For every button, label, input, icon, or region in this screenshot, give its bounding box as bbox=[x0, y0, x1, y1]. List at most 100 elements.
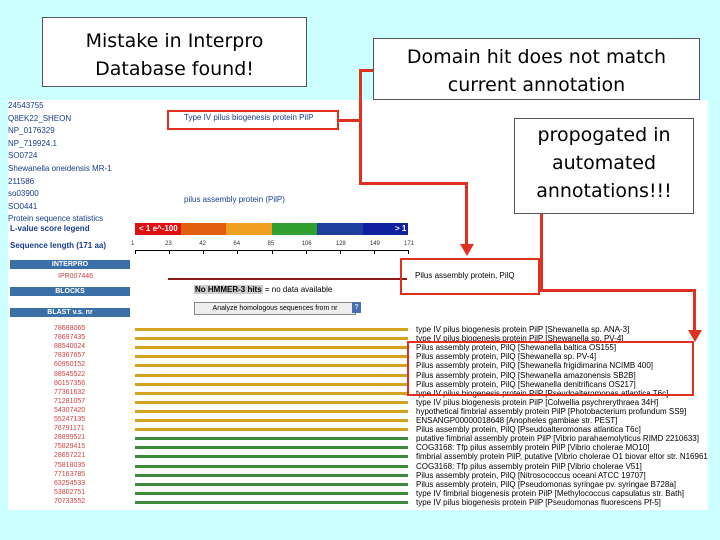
connector-h1 bbox=[339, 119, 361, 122]
connector-v4 bbox=[540, 214, 543, 292]
blast-hit-bar[interactable] bbox=[135, 455, 408, 459]
tick-label: 128 bbox=[335, 241, 346, 247]
blast-hit-bar[interactable] bbox=[135, 500, 408, 504]
blast-hit-bar[interactable] bbox=[135, 419, 408, 422]
callout-domain-mismatch: Domain hit does not match current annota… bbox=[373, 38, 700, 100]
blast-accession-link[interactable]: 77361632 bbox=[54, 388, 86, 396]
colorbar-segment bbox=[362, 223, 408, 235]
callout-propagated-line1: propogated in bbox=[537, 124, 671, 146]
section-blocks[interactable]: BLOCKS bbox=[10, 287, 130, 296]
colorbar-segment bbox=[271, 223, 317, 235]
tick-mark bbox=[271, 250, 273, 254]
meta-line[interactable]: Protein sequence statistics bbox=[8, 214, 104, 224]
blast-hit-description: Pilus assembly protein, PilQ [Shewanella… bbox=[416, 352, 597, 362]
tick-label: 64 bbox=[233, 241, 241, 247]
blast-accession-link[interactable]: 53802751 bbox=[54, 488, 86, 496]
blast-accession-link[interactable]: 54307420 bbox=[54, 406, 86, 414]
blast-accession-link[interactable]: 78697435 bbox=[54, 334, 86, 342]
tick-label: 149 bbox=[369, 241, 380, 247]
blast-accession-link[interactable]: 80157356 bbox=[54, 379, 86, 387]
interpro-accession-link[interactable]: IPR007446 bbox=[58, 273, 94, 280]
blast-hit-description: Pilus assembly protein, PilQ [Pseudomona… bbox=[416, 479, 676, 489]
blast-hit-bar[interactable] bbox=[135, 491, 408, 495]
blast-hit-bar[interactable] bbox=[135, 373, 408, 377]
callout-domain-line1: Domain hit does not match bbox=[406, 46, 667, 68]
callout-mistake-line1: Mistake in Interpro bbox=[85, 30, 264, 52]
blast-hit-description: Pilus assembly protein, PilQ [Shewanella… bbox=[416, 343, 617, 353]
no-hits-rest: = no data available bbox=[264, 285, 333, 294]
tick-label: 171 bbox=[404, 241, 415, 247]
blast-hit-bar[interactable] bbox=[135, 473, 408, 477]
blast-hit-bar[interactable] bbox=[135, 382, 408, 386]
tick-mark bbox=[408, 250, 409, 254]
blast-hit-description: type IV fimbrial biogenesis protein PilP… bbox=[416, 488, 684, 498]
protein-description: Type IV pilus biogenesis protein PilP bbox=[184, 113, 314, 122]
tick-label: 106 bbox=[301, 241, 312, 247]
tick-mark bbox=[237, 250, 239, 254]
blast-hit-description: Pilus assembly protein, PilQ [Pseudoalte… bbox=[416, 425, 641, 435]
connector-h2 bbox=[359, 69, 374, 72]
blast-accession-link[interactable]: 88540024 bbox=[54, 343, 86, 351]
meta-line: NP_719924.1 bbox=[8, 138, 57, 148]
meta-line: 211586 bbox=[8, 176, 35, 186]
blast-hit-bar[interactable] bbox=[135, 437, 408, 441]
blast-hit-bar[interactable] bbox=[135, 409, 408, 413]
highlight-blast-hits bbox=[407, 341, 694, 396]
tick-label: 23 bbox=[165, 241, 172, 247]
blast-accession-link[interactable]: 70733552 bbox=[54, 497, 86, 505]
interpro-hit-label: Pilus assembly protein, PilQ bbox=[415, 271, 515, 280]
connector-v5 bbox=[693, 289, 696, 331]
blast-hit-bar[interactable] bbox=[135, 464, 408, 468]
tick-mark bbox=[135, 250, 136, 254]
blast-hit-bar[interactable] bbox=[135, 391, 408, 395]
blast-hit-bar[interactable] bbox=[135, 446, 408, 450]
blast-hit-description: fimbrial assembly protein PilP, putative… bbox=[416, 452, 708, 462]
blast-accession-link[interactable]: 77163785 bbox=[54, 470, 86, 478]
section-interpro[interactable]: INTERPRO bbox=[10, 260, 130, 269]
blast-accession-link[interactable]: 75818035 bbox=[54, 461, 86, 469]
arrowhead-down-2 bbox=[688, 330, 702, 342]
tick-mark bbox=[339, 250, 341, 254]
blast-hit-bar[interactable] bbox=[135, 482, 408, 486]
tick-mark bbox=[305, 250, 307, 254]
callout-propagated-line2: automated bbox=[551, 152, 657, 174]
blast-hit-bar[interactable] bbox=[135, 346, 408, 350]
blast-hit-bar[interactable] bbox=[135, 328, 408, 331]
blast-hit-bar[interactable] bbox=[135, 400, 408, 404]
blast-accession-link[interactable]: 28899521 bbox=[54, 434, 86, 442]
blast-hit-description: COG3168: Tfp pilus assembly protein PilP… bbox=[416, 443, 650, 453]
section-blast[interactable]: BLAST v.s. nr bbox=[10, 308, 130, 317]
blast-accession-link[interactable]: 75829415 bbox=[54, 443, 86, 451]
protein-description-2: pilus assembly protein (PilP) bbox=[184, 195, 285, 204]
blast-hit-bar[interactable] bbox=[135, 337, 408, 341]
blast-accession-link[interactable]: 71281057 bbox=[54, 397, 86, 405]
no-hits-bold: No HMMER-3 hits bbox=[194, 285, 263, 294]
connector-v2 bbox=[359, 122, 362, 184]
interpro-hit-bar[interactable] bbox=[168, 278, 407, 280]
blast-hit-description: Pilus assembly protein, PilQ [Shewanella… bbox=[416, 379, 636, 389]
legend-label: L-value score legend bbox=[10, 224, 90, 233]
blast-accession-link[interactable]: 63254533 bbox=[54, 479, 86, 487]
connector-v1 bbox=[359, 69, 362, 122]
blast-hit-bar[interactable] bbox=[135, 428, 408, 432]
tick-label: 1 bbox=[131, 241, 135, 247]
blast-accession-link[interactable]: 78367657 bbox=[54, 352, 86, 360]
blast-hit-bar[interactable] bbox=[135, 364, 408, 368]
blast-accession-link[interactable]: 28657221 bbox=[54, 452, 86, 460]
callout-domain-line2: current annotation bbox=[447, 74, 626, 96]
blast-accession-link[interactable]: 55247135 bbox=[54, 416, 86, 423]
callout-mistake-line2: Database found! bbox=[95, 58, 254, 80]
blast-hit-bar[interactable] bbox=[135, 355, 408, 359]
callout-propagated: propogated in automated annotations!!! bbox=[514, 118, 694, 214]
help-icon[interactable]: ? bbox=[352, 302, 361, 313]
blast-accession-link[interactable]: 76791171 bbox=[54, 425, 85, 433]
blast-hit-description: putative fimbrial assembly protein PilP … bbox=[416, 434, 699, 444]
no-hits-message: No HMMER-3 hits = no data available bbox=[194, 285, 332, 294]
analyze-homologs-button[interactable]: Analyze homologous sequences from nr bbox=[194, 302, 356, 315]
blast-accession-link[interactable]: 60950152 bbox=[54, 361, 86, 369]
tick-mark bbox=[373, 250, 375, 254]
blast-accession-link[interactable]: 88545522 bbox=[54, 370, 86, 378]
meta-line: Q8EK22_SHEON bbox=[8, 113, 72, 123]
blast-accession-link[interactable]: 78688065 bbox=[54, 325, 86, 332]
callout-propagated-line3: annotations!!! bbox=[536, 180, 672, 202]
